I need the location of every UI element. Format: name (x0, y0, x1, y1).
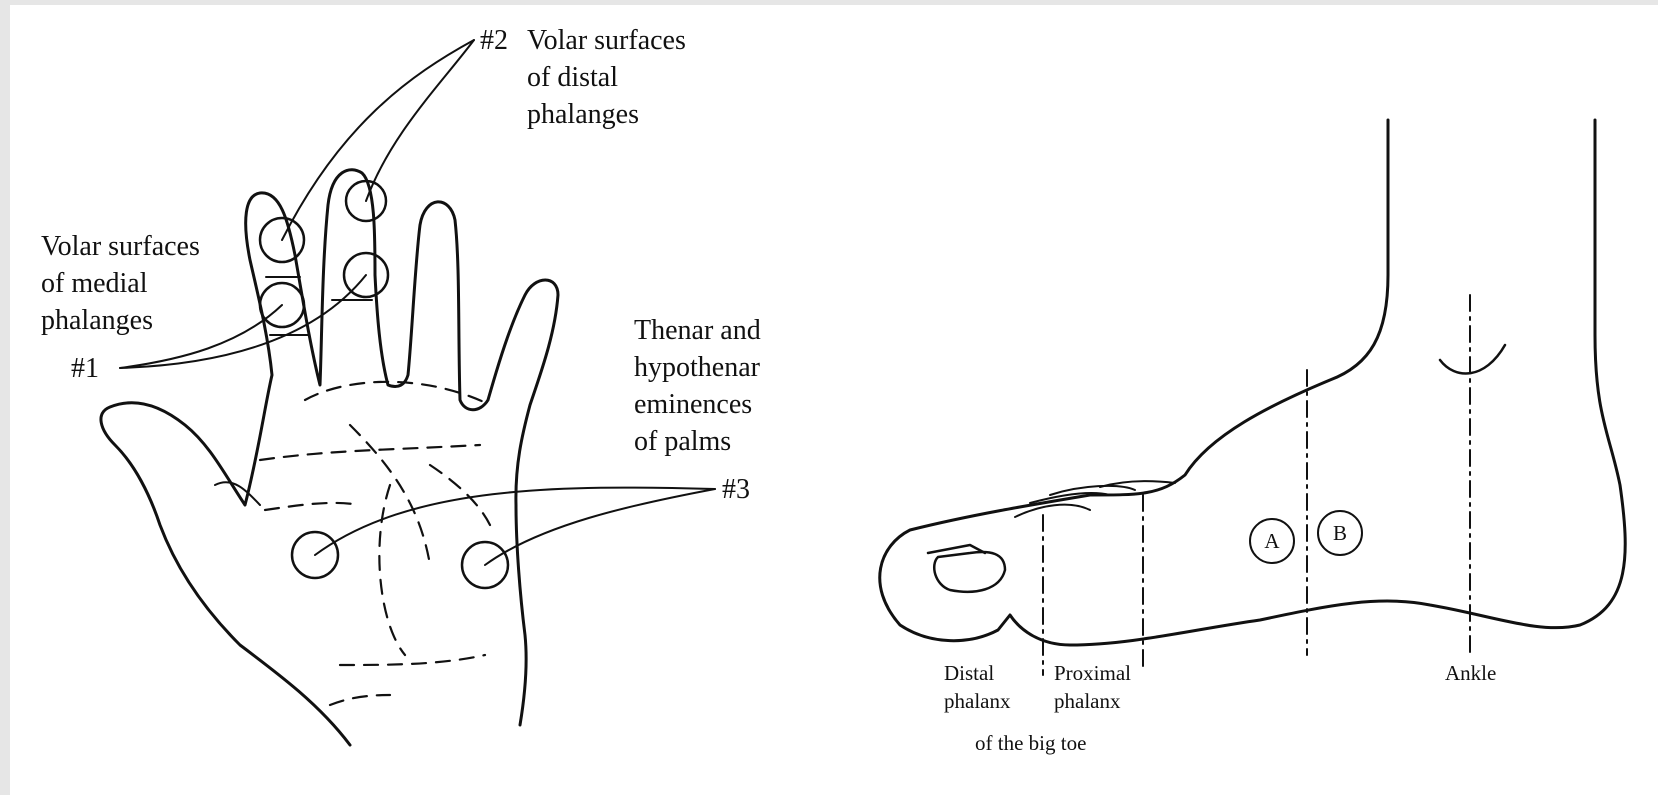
label-1-line-3: phalanges (41, 305, 153, 336)
zone-a-label: A (1264, 529, 1280, 553)
distal-label-line-1: Distal (944, 661, 994, 685)
figure-svg: #2 Volar surfaces of distal phalanges Vo… (10, 5, 1658, 795)
foot-diagram: A B Distal phalanx Proximal phalanx of t… (880, 120, 1625, 755)
hand-diagram: #2 Volar surfaces of distal phalanges Vo… (41, 25, 761, 745)
foot-outline (880, 120, 1625, 645)
label-1-line-2: of medial (41, 268, 148, 299)
label-3-number: #3 (722, 474, 750, 505)
label-3-line-4: of palms (634, 426, 731, 457)
proximal-label-line-2: phalanx (1054, 689, 1121, 713)
label-2-line-1: Volar surfaces (527, 25, 686, 56)
proximal-label-line-1: Proximal (1054, 661, 1131, 685)
zone-b-label: B (1333, 521, 1347, 545)
label-3-line-3: eminences (634, 389, 752, 420)
label-2-line-3: phalanges (527, 99, 639, 130)
label-2-line-2: of distal (527, 62, 618, 93)
label-1-line-1: Volar surfaces (41, 231, 200, 262)
label-3-line-2: hypothenar (634, 352, 761, 383)
distal-label-line-2: phalanx (944, 689, 1011, 713)
big-toe-caption: of the big toe (975, 731, 1086, 755)
figure-canvas: #2 Volar surfaces of distal phalanges Vo… (10, 5, 1658, 795)
label-1-number: #1 (71, 353, 99, 384)
label-2-number: #2 (480, 25, 508, 56)
ankle-label: Ankle (1445, 661, 1496, 685)
label-3-line-1: Thenar and (634, 315, 761, 346)
